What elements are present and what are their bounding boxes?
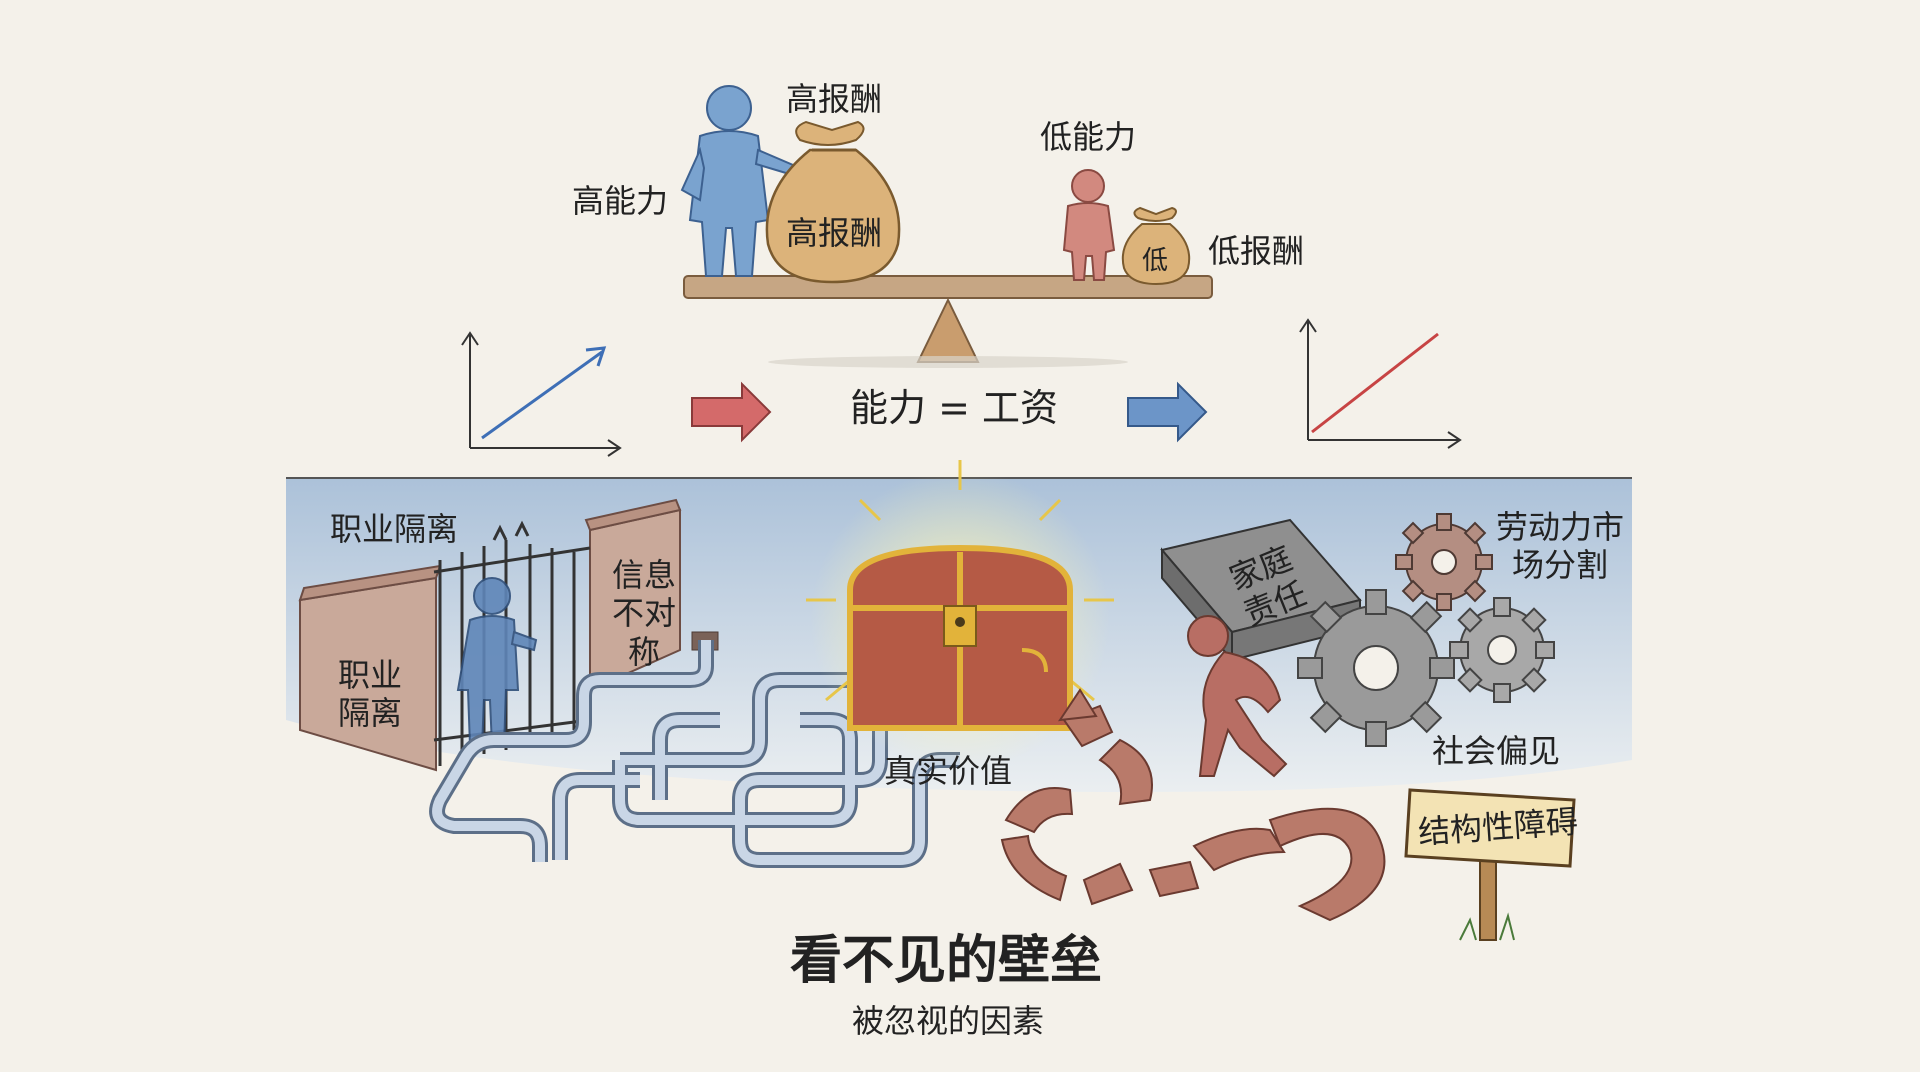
occupational-segregation-label: 职业隔离 bbox=[330, 510, 459, 548]
high-ability-person-icon bbox=[680, 85, 802, 277]
high-reward-label: 高报酬 bbox=[786, 80, 883, 118]
info-label-line-3: 称 bbox=[628, 632, 661, 671]
rising-graph-left-icon bbox=[461, 331, 622, 457]
low-reward-label: 低报酬 bbox=[1208, 232, 1305, 270]
treasure-chest-icon bbox=[806, 460, 1114, 770]
information-asymmetry-wall bbox=[584, 498, 719, 692]
labor-label-line-2: 场分割 bbox=[1512, 546, 1609, 585]
equation-label: 能力 = 工资 bbox=[850, 386, 1058, 430]
high-reward-bag-label: 高报酬 bbox=[786, 214, 883, 252]
info-label-line-1: 信息 bbox=[612, 556, 677, 594]
trapped-person-icon bbox=[456, 577, 538, 747]
wall-label-line-1: 职业 bbox=[338, 656, 403, 694]
arrow-blue-icon bbox=[1127, 381, 1208, 443]
signpost-icon bbox=[1404, 788, 1576, 941]
low-bag-label: 低 bbox=[1142, 246, 1169, 276]
occupational-segregation-wall bbox=[298, 564, 442, 772]
info-label-line-2: 不对 bbox=[612, 594, 677, 633]
balance-scale bbox=[683, 275, 1213, 368]
high-ability-label: 高能力 bbox=[572, 182, 669, 220]
wall-label-line-2: 隔离 bbox=[338, 694, 403, 733]
low-ability-label: 低能力 bbox=[1040, 118, 1137, 156]
gear-small-icon bbox=[1395, 513, 1493, 611]
social-bias-label: 社会偏见 bbox=[1432, 732, 1561, 770]
low-ability-person-icon bbox=[1062, 169, 1116, 281]
money-bag-large-icon bbox=[765, 120, 901, 284]
labor-segmentation-label: 劳动力市 场分割 bbox=[1496, 508, 1624, 585]
burdened-person-icon bbox=[1187, 615, 1288, 778]
true-value-label: 真实价值 bbox=[884, 752, 1013, 790]
gear-medium-icon bbox=[1449, 597, 1555, 703]
information-asymmetry-label: 信息 不对 称 bbox=[612, 556, 676, 671]
arrow-red-icon bbox=[691, 381, 772, 443]
caption-title: 看不见的壁垒 bbox=[790, 931, 1103, 991]
caption-subtitle: 被忽视的因素 bbox=[852, 1002, 1045, 1040]
broken-path bbox=[1000, 688, 1386, 922]
occupational-segregation-wall-label: 职业 隔离 bbox=[338, 656, 402, 733]
labor-label-line-1: 劳动力市 bbox=[1496, 508, 1625, 546]
gear-large-icon bbox=[1297, 589, 1455, 747]
money-bag-small-icon bbox=[1121, 206, 1191, 286]
rising-graph-right-icon bbox=[1299, 318, 1462, 449]
maze-paths bbox=[429, 640, 960, 868]
